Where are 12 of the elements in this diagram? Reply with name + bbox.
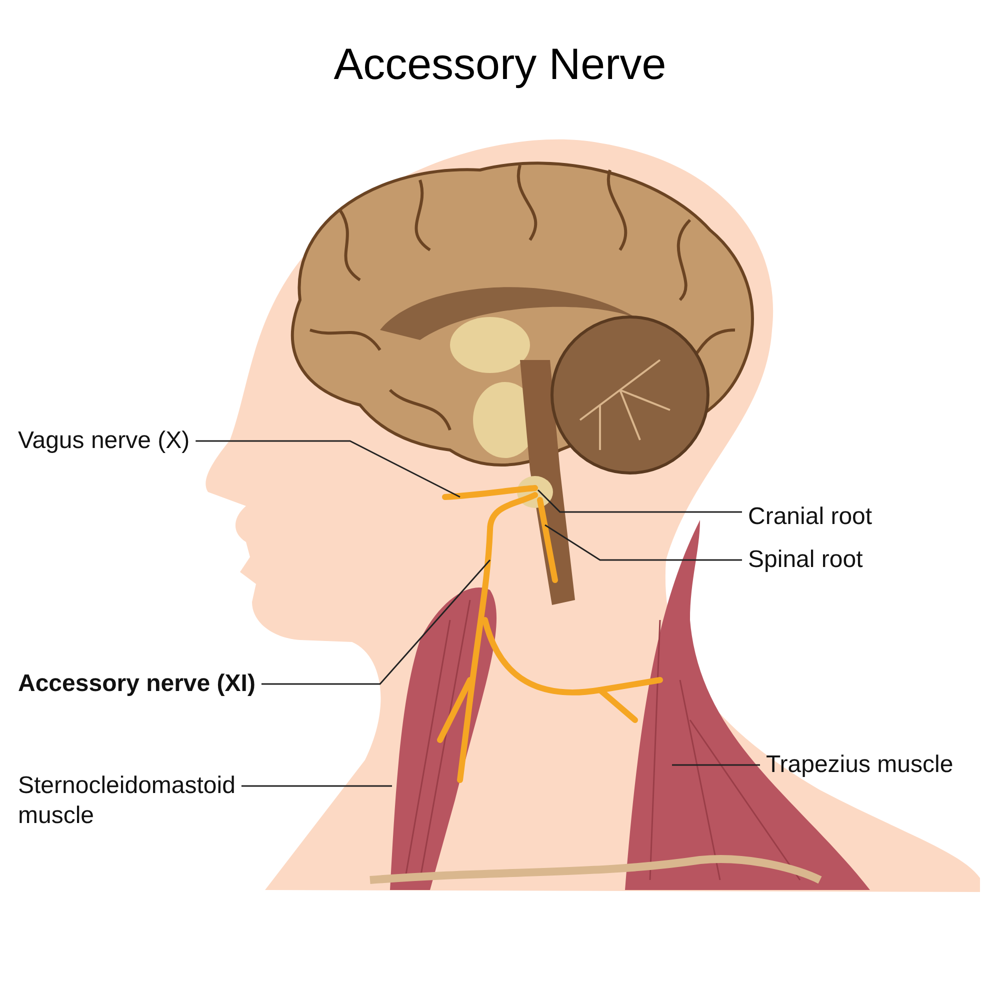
diagram-title: Accessory Nerve bbox=[332, 40, 668, 90]
part-label: Sternocleidomastoid muscle bbox=[18, 771, 268, 831]
part-label: Accessory nerve (XI) bbox=[18, 669, 298, 699]
leader-line bbox=[241, 785, 392, 787]
leader-line bbox=[261, 560, 491, 685]
part-label: Trapezius muscle bbox=[766, 750, 986, 780]
part-label: Spinal root bbox=[748, 545, 948, 575]
part-label: Vagus nerve (X) bbox=[18, 426, 228, 456]
leader-line bbox=[537, 489, 742, 513]
leader-line bbox=[196, 440, 460, 498]
part-label: Cranial root bbox=[748, 502, 948, 532]
leader-line bbox=[544, 524, 742, 561]
